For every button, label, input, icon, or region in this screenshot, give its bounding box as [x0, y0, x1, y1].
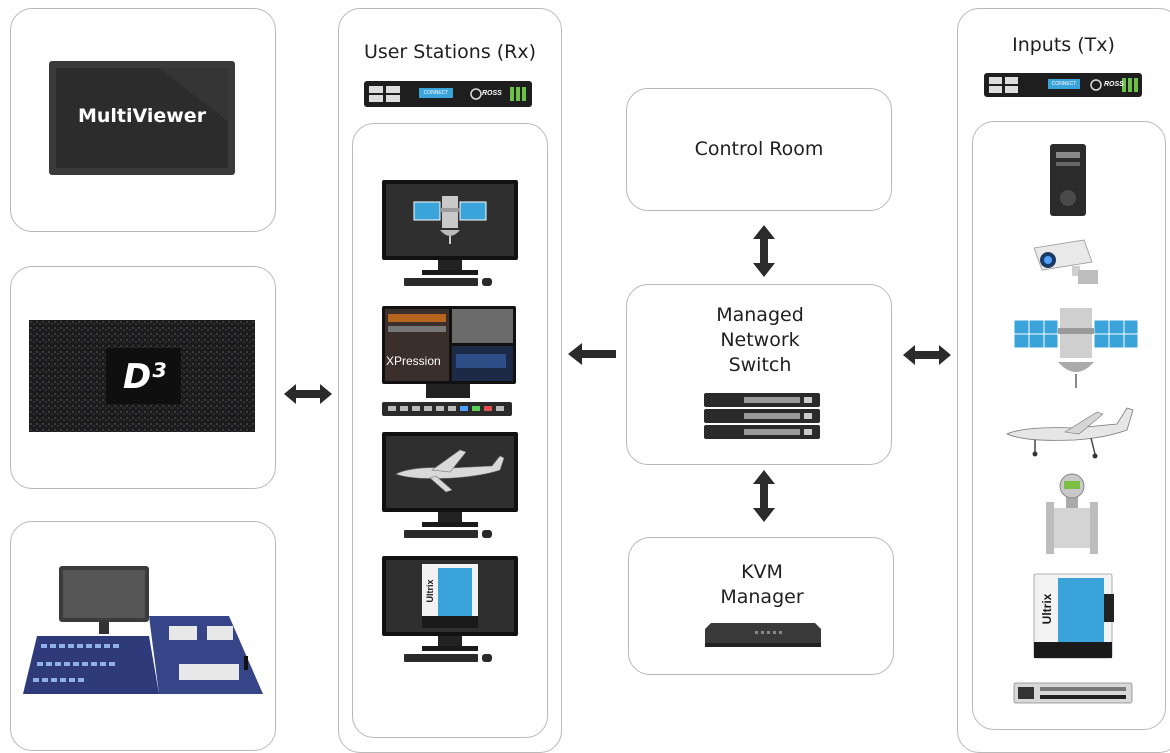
- kvm-manager-label: KVM Manager: [629, 560, 895, 610]
- kvm-manager-label-line-2: Manager: [720, 586, 804, 608]
- tx-rack-brand: ROSS: [1104, 81, 1124, 88]
- control-room-box: Control Room: [626, 88, 892, 211]
- tx-rack-screen-text: CONNECT: [1051, 81, 1077, 87]
- flow-meter-icon: [1046, 473, 1098, 554]
- double-arrow-icon-2: [903, 345, 951, 365]
- control-room-label: Control Room: [694, 138, 824, 160]
- network-switch-label-line-3: Switch: [728, 354, 792, 376]
- ultrix-router-icon: [1033, 573, 1114, 659]
- vertical-double-arrow-icon: [753, 225, 775, 277]
- drone-monitor: [382, 432, 518, 538]
- network-switch-label-line-1: Managed: [716, 304, 804, 326]
- ultrix-monitor: [382, 556, 518, 662]
- satellite-icon: [413, 196, 487, 244]
- multiviewer-display: [49, 61, 235, 175]
- production-switcher-icon: [23, 566, 263, 694]
- network-switch-label-line-2: Network: [720, 329, 800, 351]
- left-arrow-icon: [568, 343, 616, 365]
- ultrix-monitor-label: Ultrix: [425, 579, 435, 603]
- kvm-manager-device: [705, 623, 821, 647]
- kvm-manager-box: KVM Manager: [628, 537, 894, 675]
- xpression-monitor: [382, 306, 516, 416]
- rack-unit-icon: [1013, 682, 1133, 704]
- user-stations-title: User Stations (Rx): [363, 41, 537, 63]
- network-switch-label: Managed Network Switch: [627, 303, 893, 378]
- multiviewer-label: MultiViewer: [77, 105, 207, 127]
- inputs-title: Inputs (Tx): [1012, 34, 1115, 56]
- satellite-icon-tx: [1013, 308, 1139, 388]
- videowall-display: [29, 320, 255, 432]
- videowall-panel: D³: [10, 266, 276, 489]
- security-camera-icon: [1033, 239, 1098, 284]
- d3-logo: D³: [122, 357, 167, 397]
- vertical-double-arrow-icon-2: [753, 470, 775, 522]
- drone-icon: [395, 449, 505, 493]
- double-arrow-icon: [284, 384, 332, 404]
- network-switch-device: [704, 393, 820, 439]
- rx-rack-screen-text: CONNECT: [423, 90, 449, 96]
- rx-rack-device: [364, 81, 532, 107]
- xpression-label: XPression: [386, 354, 441, 368]
- computer-tower-icon: [1050, 144, 1086, 216]
- rx-rack-brand: ROSS: [482, 90, 502, 97]
- switcher-panel: [10, 521, 276, 751]
- ultrix-router-label: Ultrix: [1040, 593, 1054, 625]
- drone-icon-tx: [1006, 407, 1134, 459]
- satellite-monitor: [382, 180, 518, 286]
- tx-rack-device: [984, 73, 1142, 97]
- kvm-manager-label-line-1: KVM: [741, 561, 783, 583]
- multiviewer-panel: MultiViewer: [10, 8, 276, 232]
